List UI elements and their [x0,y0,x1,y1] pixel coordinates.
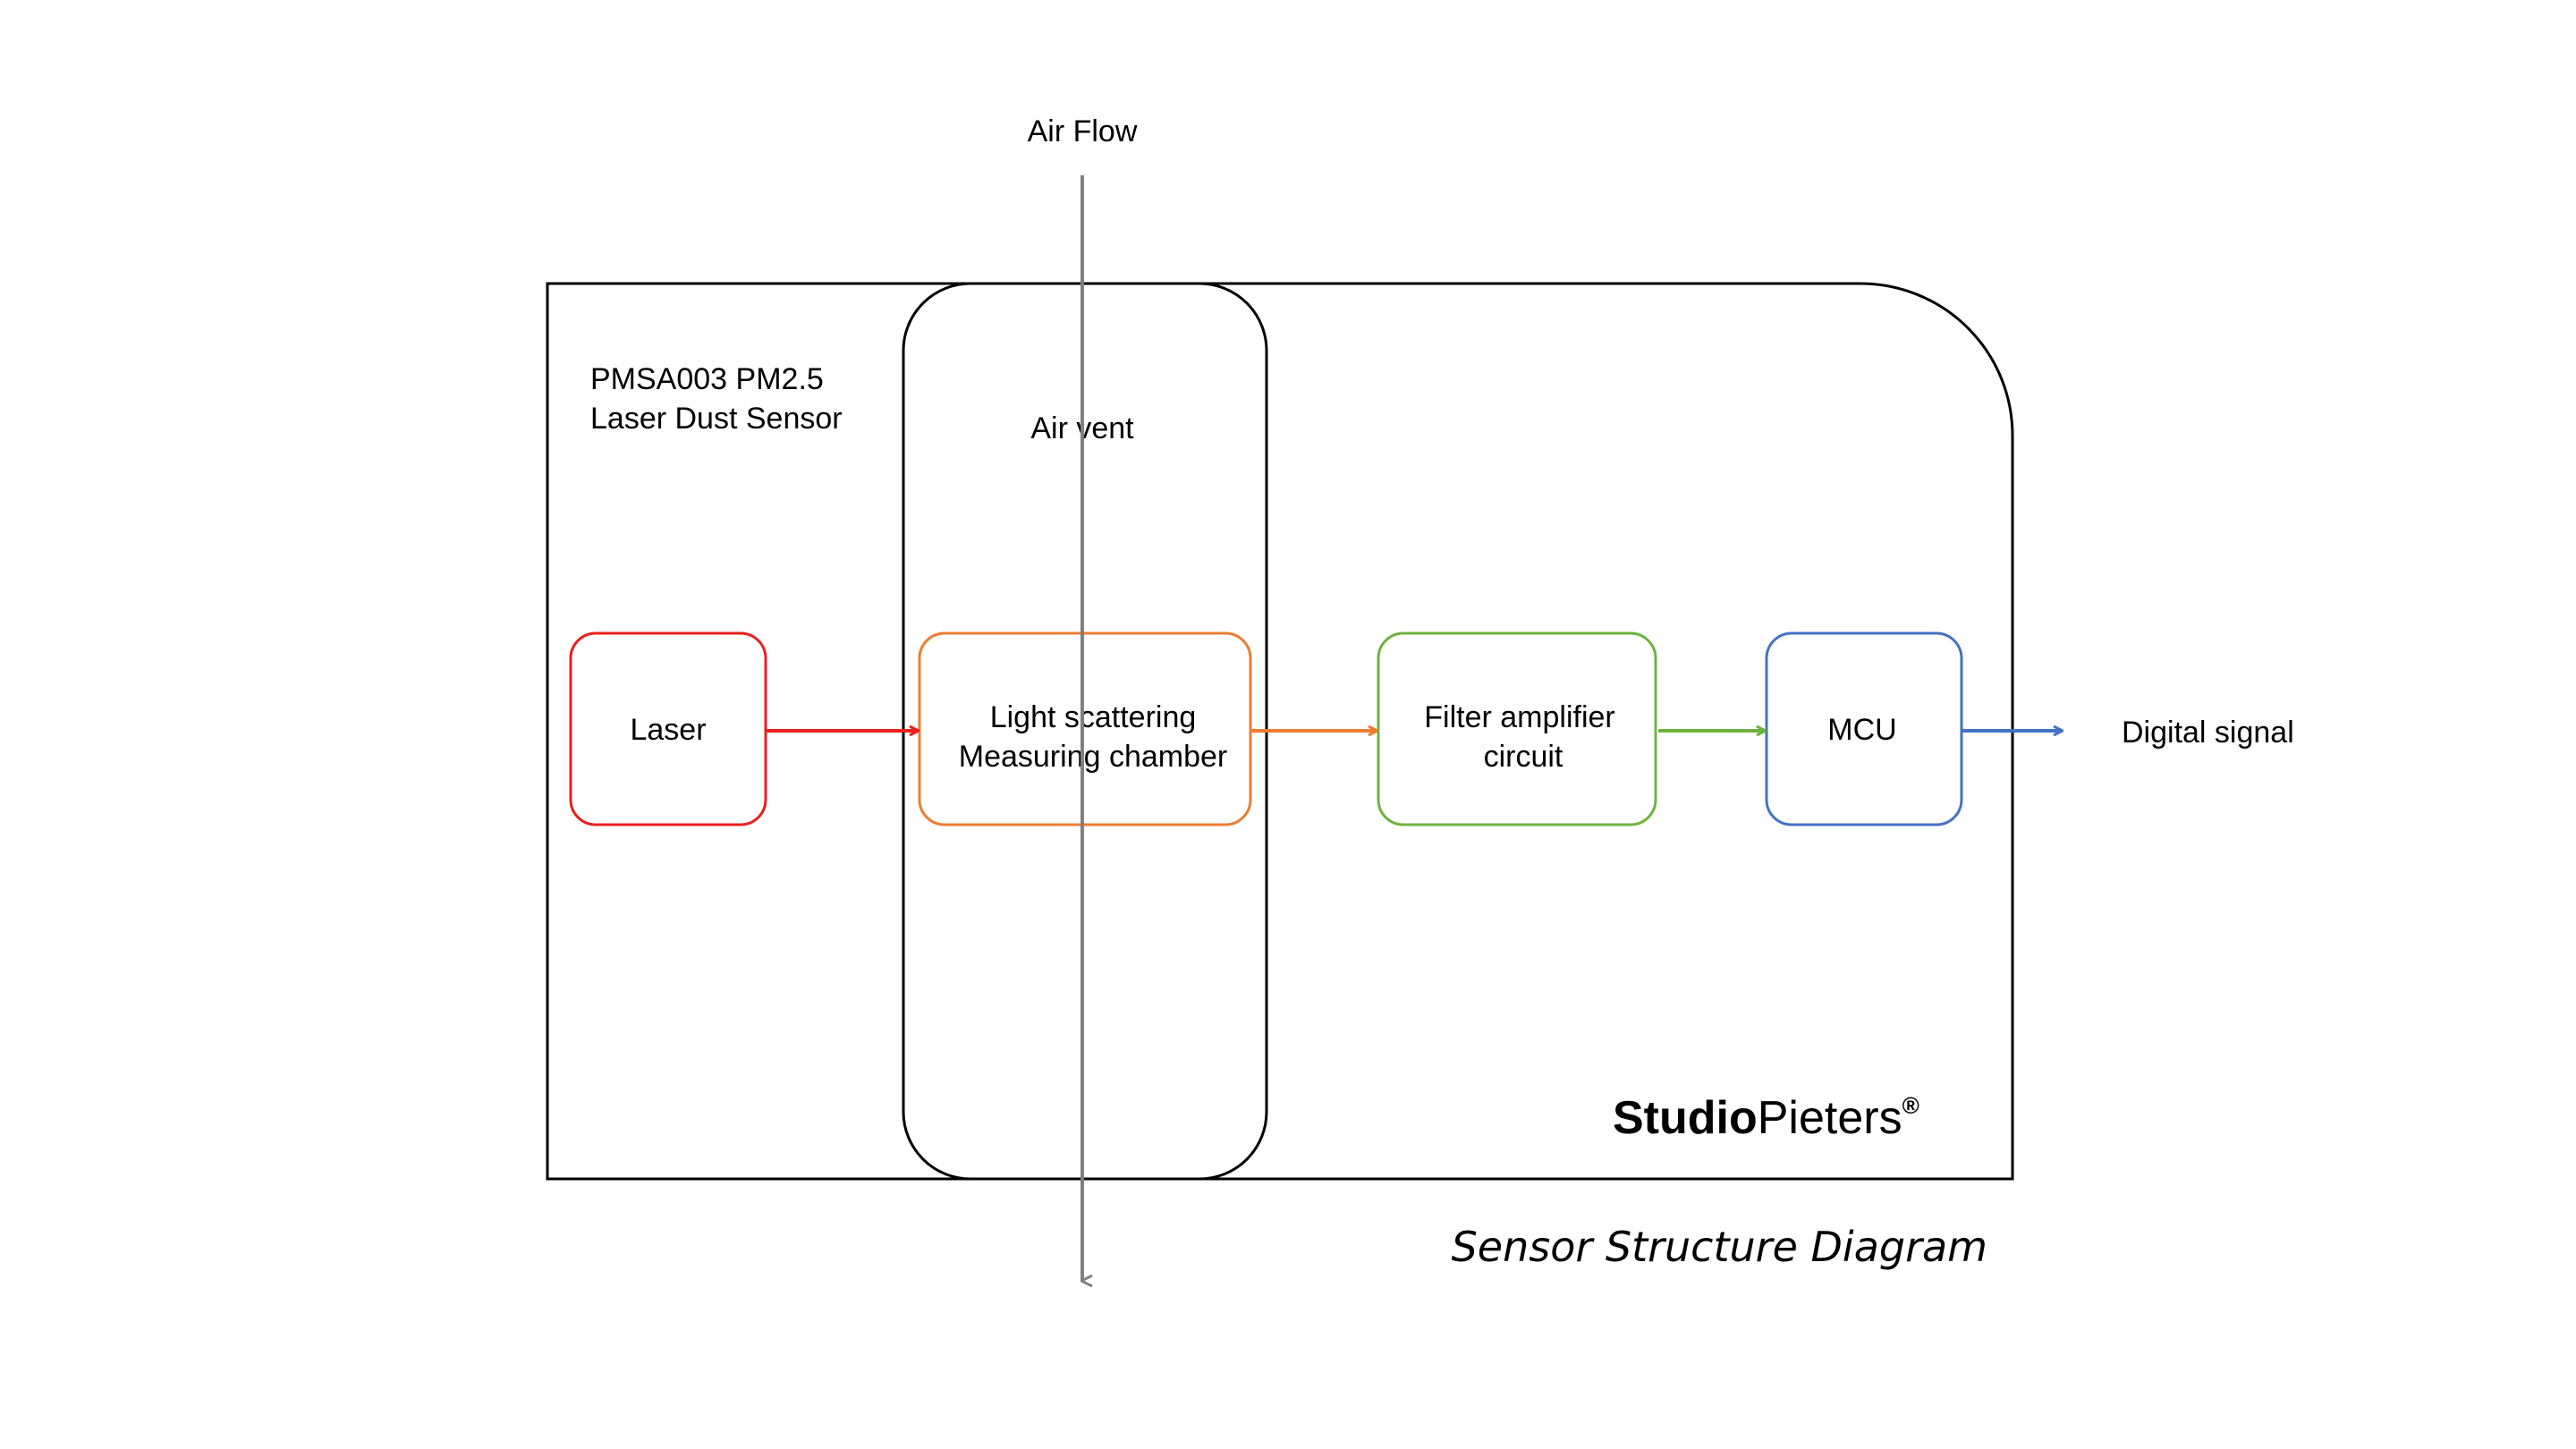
measuring-chamber-label-line1: Light scattering [990,700,1197,734]
sensor-title-line2: Laser Dust Sensor [590,402,843,436]
sensor-housing-outline [546,282,2014,1181]
mcu-label: MCU [1827,713,1896,747]
measuring-chamber-label-line2: Measuring chamber [959,740,1227,774]
filter-amplifier-label-line1: Filter amplifier [1424,700,1614,734]
sensor-title-line1: PMSA003 PM2.5 [590,362,824,396]
diagram-caption: Sensor Structure Diagram [1452,1223,1987,1271]
digital-signal-label: Digital signal [2122,716,2294,750]
air-flow-label: Air Flow [1028,114,1138,148]
filter-amplifier-box [1377,631,1657,826]
laser-label: Laser [630,713,706,747]
filter-amplifier-label-line2: circuit [1484,740,1563,774]
studiopieters-logo: StudioPieters® [1613,1092,1919,1144]
